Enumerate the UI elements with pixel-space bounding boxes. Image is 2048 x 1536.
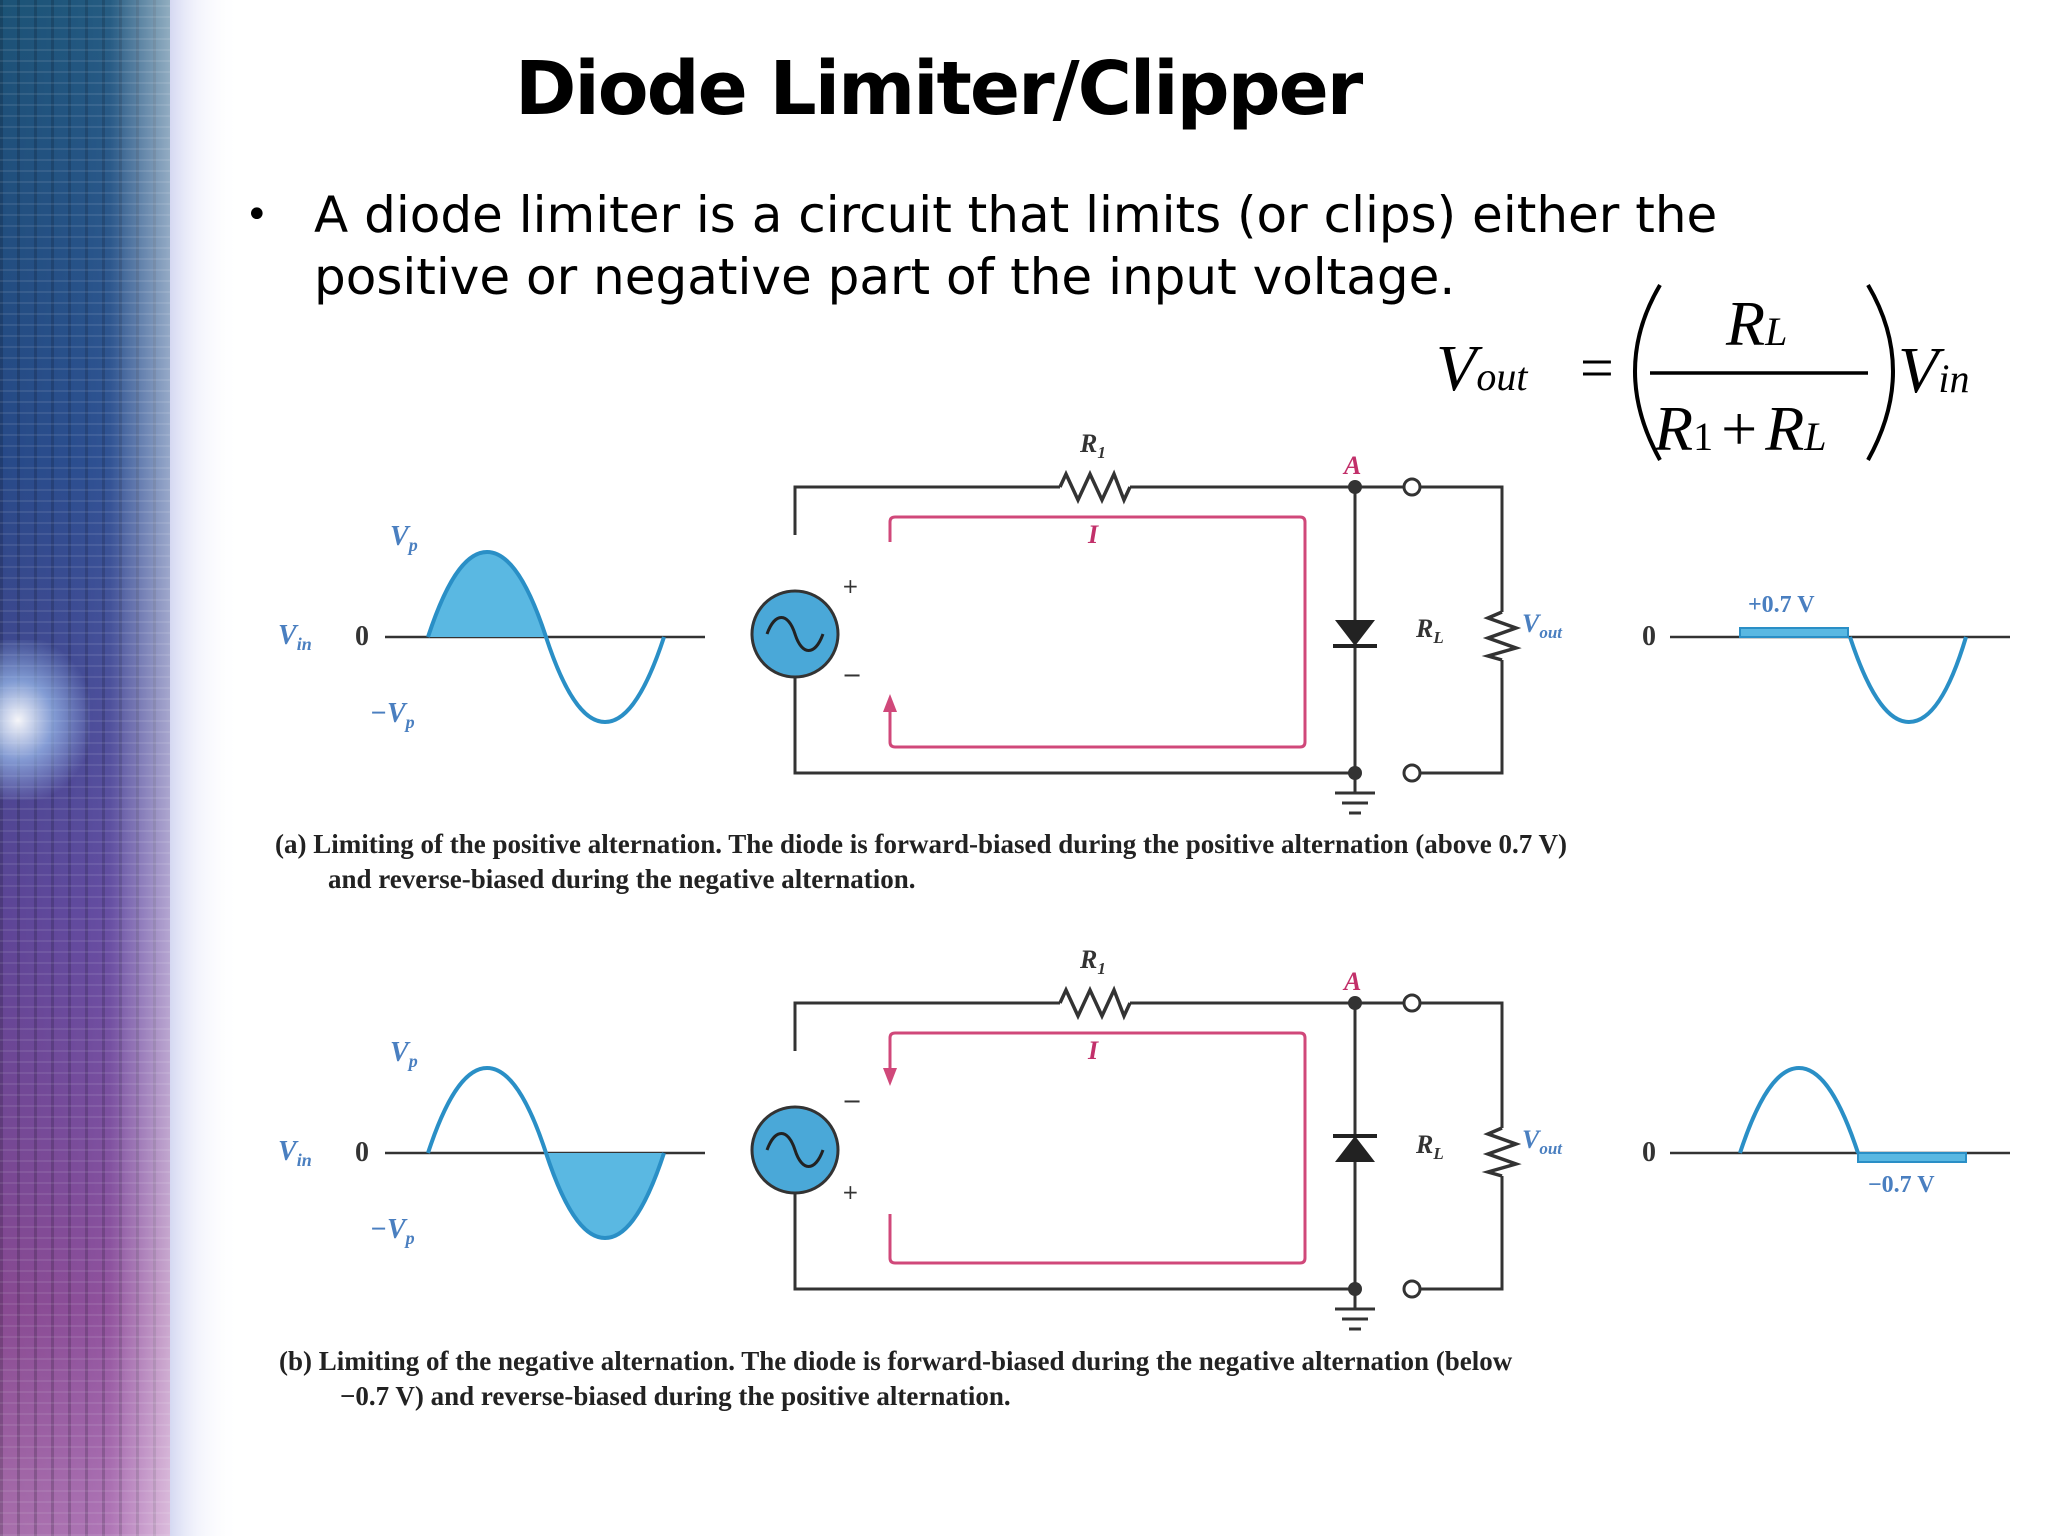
ground-symbol: [1335, 1289, 1375, 1331]
vp-label: Vp: [390, 1037, 418, 1071]
current-label: I: [1087, 1036, 1099, 1065]
output-terminal-top: [1402, 477, 1422, 497]
output-positive-half: [1738, 1065, 1860, 1154]
formula-denominator: R1+RL: [1653, 393, 1827, 464]
node-a-dot: [1348, 480, 1362, 494]
caption-b-line2: −0.7 V) and reverse-biased during the po…: [340, 1381, 1011, 1411]
resistor-r1: [1058, 469, 1132, 505]
node-a-label: A: [1342, 967, 1361, 996]
r1-label: R1: [1079, 945, 1106, 978]
ground-symbol: [1335, 773, 1375, 815]
resistor-rl: [1481, 610, 1522, 662]
bullet-marker: •: [245, 192, 269, 238]
resistor-r1: [1058, 985, 1132, 1021]
rl-wire-bottom: [1420, 660, 1504, 775]
node-ground-dot: [1348, 766, 1362, 780]
current-path-b: [888, 1031, 1307, 1265]
ac-source-b: [750, 1105, 840, 1195]
formula-equals: =: [1580, 335, 1614, 401]
vin-label: Vin: [278, 620, 312, 654]
rl-label: RL: [1415, 614, 1444, 647]
output-zero-label: 0: [1642, 1137, 1656, 1168]
neg-vp-label: −Vp: [370, 698, 415, 732]
vp-label: Vp: [390, 521, 418, 555]
vin-label: Vin: [278, 1136, 312, 1170]
input-waveform-b: Vp Vin 0 −Vp: [278, 1037, 705, 1248]
light-glow: [0, 640, 90, 800]
ac-source-a: [750, 589, 840, 679]
output-waveform-b: 0 −0.7 V: [1642, 1065, 2010, 1198]
input-waveform-a: Vp Vin 0 −Vp: [278, 521, 705, 732]
circuit-board-sidebar: [0, 0, 240, 1536]
top-left-wire: [793, 1001, 1060, 1051]
formula-vout: Vout: [1436, 332, 1528, 405]
source-plus-label: +: [842, 1180, 859, 1204]
rl-wire-bottom: [1420, 1176, 1504, 1291]
vout-label: Vout: [1522, 1125, 1563, 1158]
caption-b-line1: (b) Limiting of the negative alternation…: [279, 1346, 1513, 1376]
input-zero-label: 0: [355, 1137, 369, 1168]
node-a-dot: [1348, 996, 1362, 1010]
output-zero-label: 0: [1642, 621, 1656, 652]
source-plus-label: +: [842, 574, 859, 598]
formula-right-paren: [1866, 283, 1895, 461]
circuit-a: Vp Vin 0 −Vp: [275, 429, 2010, 894]
input-zero-label: 0: [355, 621, 369, 652]
formula-numerator: RL: [1725, 288, 1787, 359]
node-a-label: A: [1342, 451, 1361, 480]
r1-label: R1: [1079, 429, 1106, 462]
formula-left-paren: [1633, 283, 1662, 461]
clipped-negative-level: [1857, 1152, 1967, 1163]
resistor-rl: [1481, 1126, 1522, 1178]
output-waveform-a: 0 +0.7 V: [1642, 592, 2010, 725]
rl-wire-top: [1420, 1001, 1504, 1128]
output-terminal-bottom: [1402, 763, 1422, 783]
formula-vin: Vin: [1898, 334, 1969, 407]
bottom-wire: [793, 587, 1357, 775]
clip-level-label: −0.7 V: [1868, 1172, 1935, 1198]
slide-title: Diode Limiter/Clipper: [515, 46, 1363, 132]
top-left-wire: [793, 485, 1060, 535]
current-arrow-down: [883, 1068, 897, 1086]
source-minus-label: −: [842, 661, 862, 689]
neg-vp-label: −Vp: [370, 1214, 415, 1248]
rl-label: RL: [1415, 1130, 1444, 1163]
output-negative-half: [1848, 636, 1968, 725]
wiring-a: [793, 469, 1522, 815]
current-arrow-up: [883, 694, 897, 712]
sidebar-fade: [110, 0, 240, 1536]
diode-a: [1333, 620, 1377, 648]
voltage-divider-formula: Vout = RL R1+RL Vin: [1436, 283, 1969, 464]
clip-level-label: +0.7 V: [1748, 592, 1815, 618]
circuit-b: Vp Vin 0 −Vp: [278, 945, 2010, 1411]
wiring-b: [793, 985, 1522, 1331]
caption-a-line1: (a) Limiting of the positive alternation…: [275, 829, 1567, 859]
caption-a-line2: and reverse-biased during the negative a…: [328, 864, 915, 894]
current-label: I: [1087, 520, 1099, 549]
clipped-positive-level: [1739, 627, 1849, 638]
vout-label: Vout: [1522, 609, 1563, 642]
rl-wire-top: [1420, 485, 1504, 612]
input-sine-wave: [426, 1065, 666, 1241]
node-ground-dot: [1348, 1282, 1362, 1296]
diode-b: [1333, 1134, 1377, 1162]
bottom-wire: [793, 1103, 1357, 1291]
output-terminal-top: [1402, 993, 1422, 1013]
source-minus-label: −: [842, 1087, 862, 1115]
bullet-text: A diode limiter is a circuit that limits…: [314, 186, 1718, 306]
current-path-a: [888, 515, 1307, 749]
output-terminal-bottom: [1402, 1279, 1422, 1299]
input-sine-wave: [426, 549, 666, 725]
